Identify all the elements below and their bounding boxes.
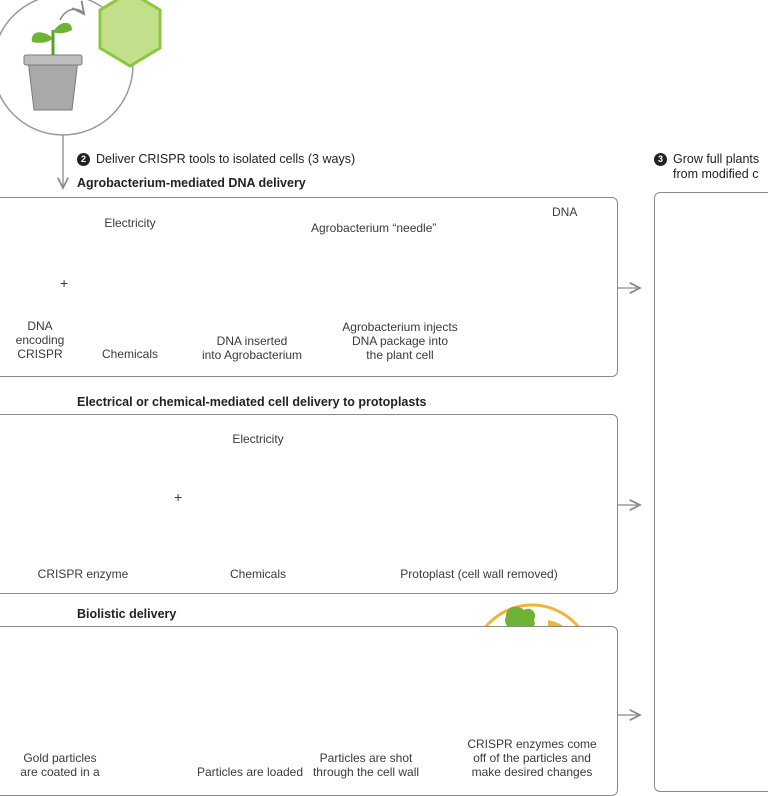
gold-label-2: are coated in a	[20, 765, 100, 779]
step1-illustration	[0, 0, 162, 136]
enzymes-label-3: make desired changes	[471, 765, 593, 779]
shot-label-2: through the cell wall	[312, 765, 420, 779]
protoplast-title: Electrical or chemical-mediated cell del…	[77, 395, 427, 409]
agro-title: Agrobacterium-mediated DNA delivery	[77, 176, 306, 190]
agro-panel	[0, 197, 618, 377]
needle-label: Agrobacterium “needle”	[311, 221, 437, 235]
dna-tag-label: DNA	[552, 205, 578, 219]
crispr-enzyme-label: CRISPR enzyme	[37, 567, 129, 581]
agro-plus: +	[60, 275, 69, 291]
step2-label: Deliver CRISPR tools to isolated cells (…	[96, 152, 356, 166]
gold-label-1: Gold particles	[23, 751, 97, 765]
shot-label-1: Particles are shot	[319, 751, 413, 765]
biolistic-panel	[0, 626, 618, 796]
dna-label-2: encoding	[15, 333, 65, 347]
injects-label-2: DNA package into	[351, 334, 449, 348]
agro-chemicals-label: Chemicals	[101, 347, 159, 361]
biolistic-title: Biolistic delivery	[77, 607, 177, 621]
injects-label-3: the plant cell	[366, 348, 434, 362]
step3-label-line1: Grow full plants	[673, 152, 760, 166]
step2-number: 2	[77, 152, 90, 166]
step2-header: 2 Deliver CRISPR tools to isolated cells…	[77, 152, 355, 166]
protoplast-label: Protoplast (cell wall removed)	[400, 567, 558, 581]
injects-label-1: Agrobacterium injects	[342, 320, 458, 334]
dna-label-3: CRISPR	[17, 347, 63, 361]
step3-number: 3	[654, 152, 667, 166]
protoplast-electricity-label: Electricity	[232, 432, 284, 446]
plants-panel	[654, 192, 768, 792]
step3-header: 3 Grow full plants	[654, 152, 759, 166]
protoplast-chemicals-label: Chemicals	[229, 567, 287, 581]
step3-label-line2: from modified c	[673, 167, 759, 181]
dna-label-1: DNA	[27, 319, 53, 333]
enzymes-label-2: off of the particles and	[473, 751, 591, 765]
inserted-label-2: into Agrobacterium	[201, 348, 303, 362]
agro-electricity-label: Electricity	[104, 216, 156, 230]
loaded-label: Particles are loaded	[196, 765, 304, 779]
protoplast-plus: +	[174, 489, 183, 505]
enzymes-label-1: CRISPR enzymes come	[467, 737, 597, 751]
protoplast-panel	[0, 414, 618, 594]
inserted-label-1: DNA inserted	[216, 334, 288, 348]
